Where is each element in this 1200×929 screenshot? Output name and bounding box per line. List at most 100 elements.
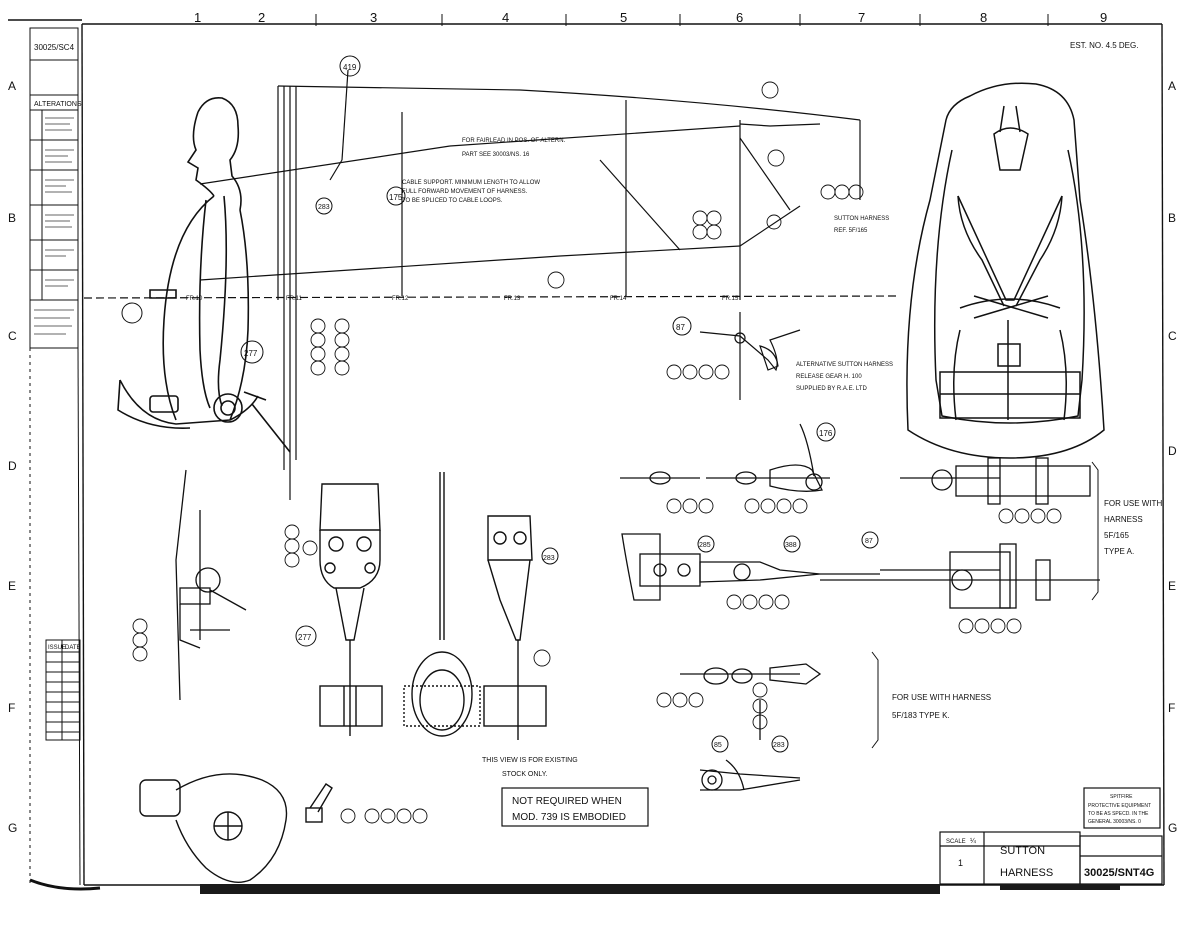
frame-label-13: FR.13 bbox=[504, 296, 521, 302]
grid-col-7: 7 bbox=[858, 10, 865, 25]
issue-col-header: ISSUE bbox=[48, 645, 66, 651]
grid-row-a: A bbox=[8, 79, 16, 93]
callout-419 bbox=[339, 55, 361, 77]
harness-type-a-note: FOR USE WITH HARNESS 5F/165 TYPE A. bbox=[1104, 499, 1162, 556]
alterations-header: ALTERATIONS bbox=[34, 101, 82, 108]
cable-support-note: CABLE SUPPORT. MINIMUM LENGTH TO ALLOW F… bbox=[402, 180, 540, 204]
callout-85-label: 85 bbox=[714, 742, 722, 749]
scan-shadow-edge bbox=[200, 884, 940, 894]
svg-text:THIS VIEW IS FOR EXISTING: THIS VIEW IS FOR EXISTING bbox=[482, 757, 578, 764]
callout-175 bbox=[386, 186, 406, 206]
not-required-box bbox=[501, 787, 649, 827]
svg-text:TYPE A.: TYPE A. bbox=[1104, 547, 1134, 556]
frame-label-14: FR.14 bbox=[610, 296, 627, 302]
callout-87-top-label: 87 bbox=[676, 323, 685, 332]
drawing-number: 30025/SNT4G bbox=[1084, 867, 1154, 879]
grid-col-8: 8 bbox=[980, 10, 987, 25]
grid-row-g: G bbox=[8, 821, 17, 835]
existing-stock-note: THIS VIEW IS FOR EXISTING STOCK ONLY. bbox=[482, 757, 578, 778]
callout-87-top bbox=[672, 316, 692, 336]
grid-col-6: 6 bbox=[736, 10, 743, 25]
callout-87-right-label: 87 bbox=[865, 538, 873, 545]
harness-type-k-note: FOR USE WITH HARNESS 5F/183 TYPE K. bbox=[892, 693, 991, 720]
sutton-harness-callout: SUTTON HARNESS REF. 5F/165 bbox=[834, 216, 889, 234]
svg-text:STOCK ONLY.: STOCK ONLY. bbox=[502, 771, 548, 778]
scale-value: ¼ bbox=[970, 838, 976, 845]
buckle-part-callouts bbox=[340, 808, 428, 824]
fuselage-cable-run bbox=[83, 69, 901, 500]
cable-fitting-row-e bbox=[621, 533, 1100, 609]
grid-column-labels: 1 2 3 4 5 6 7 8 9 bbox=[194, 10, 1107, 25]
scan-shadow-edge-right bbox=[1000, 884, 1120, 890]
callout-285 bbox=[697, 535, 715, 553]
svg-text:MOD. 739 IS EMBODIED: MOD. 739 IS EMBODIED bbox=[512, 812, 626, 823]
fairlead-note: FOR FAIRLEAD IN POS. OF ALTERN. PART SEE… bbox=[462, 138, 566, 158]
revision-scribbles bbox=[34, 117, 74, 335]
callout-176-label: 176 bbox=[819, 429, 833, 438]
grid-row-b: B bbox=[8, 211, 16, 225]
grid-row-c: C bbox=[8, 329, 17, 343]
part-callout-stacks-fuselage bbox=[310, 81, 864, 376]
buckle-detail bbox=[139, 773, 333, 883]
svg-text:ALTERNATIVE SUTTON HARNESS: ALTERNATIVE SUTTON HARNESS bbox=[796, 362, 893, 368]
grid-col-3: 3 bbox=[370, 10, 377, 25]
grid-row-c-right: C bbox=[1168, 329, 1177, 343]
svg-text:SUTTON HARNESS: SUTTON HARNESS bbox=[834, 216, 889, 222]
callout-283-seat bbox=[315, 197, 333, 215]
callout-277-left bbox=[240, 340, 264, 364]
bracket-left-callouts bbox=[132, 618, 148, 662]
frame-label-10: FR.10 bbox=[186, 296, 203, 302]
title-block bbox=[939, 787, 1163, 885]
type-a-bracket bbox=[1091, 461, 1099, 601]
callout-nco-left bbox=[121, 302, 143, 324]
release-fitting-callouts bbox=[666, 498, 1062, 524]
callout-283-type-k-label: 283 bbox=[773, 742, 785, 749]
callout-419-label: 419 bbox=[343, 63, 357, 72]
svg-text:NOT REQUIRED WHEN: NOT REQUIRED WHEN bbox=[512, 796, 622, 807]
grid-row-e: E bbox=[8, 579, 16, 593]
alt-release-note: ALTERNATIVE SUTTON HARNESS RELEASE GEAR … bbox=[796, 362, 893, 392]
grid-col-1: 1 bbox=[194, 10, 201, 25]
sheet-number: 1 bbox=[958, 858, 963, 868]
date-col-header: DATE bbox=[65, 645, 81, 651]
svg-text:CABLE SUPPORT. MINIMUM LENGTH: CABLE SUPPORT. MINIMUM LENGTH TO ALLOW bbox=[402, 180, 540, 186]
grid-col-2: 2 bbox=[258, 10, 265, 25]
sheet-border bbox=[8, 19, 1165, 886]
grid-col-5: 5 bbox=[620, 10, 627, 25]
center-part-callouts bbox=[284, 524, 551, 667]
alt-release-gear bbox=[699, 312, 801, 400]
callout-283-type-k bbox=[771, 735, 789, 753]
svg-text:FOR USE WITH: FOR USE WITH bbox=[1104, 499, 1162, 508]
svg-text:REF. 5F/165: REF. 5F/165 bbox=[834, 228, 868, 234]
callout-283-center bbox=[541, 547, 559, 565]
drawing-title-line1: SUTTON bbox=[1000, 845, 1045, 857]
frame-labels: FR.10 FR.11 FR.12 FR.13 FR.14 FR.15 bbox=[186, 296, 739, 302]
frame-label-11: FR.11 bbox=[286, 296, 303, 302]
release-fittings-row-d bbox=[620, 423, 1091, 505]
title-notes-box: SPITFIRE PROTECTIVE EQUIPMENT TO BE AS S… bbox=[1088, 794, 1151, 825]
callout-283-center-label: 283 bbox=[543, 555, 555, 562]
grid-row-a-right: A bbox=[1168, 79, 1176, 93]
revision-strip bbox=[29, 27, 81, 886]
svg-text:FULL FORWARD MOVEMENT OF HARNE: FULL FORWARD MOVEMENT OF HARNESS. bbox=[402, 189, 528, 195]
grid-row-f: F bbox=[8, 701, 15, 715]
grid-row-f-right: F bbox=[1168, 701, 1175, 715]
svg-text:HARNESS: HARNESS bbox=[1104, 515, 1143, 524]
grid-row-labels: A B C D E F G A B C D E F G bbox=[8, 79, 1177, 835]
callout-277-center bbox=[295, 625, 317, 647]
callout-277-center-label: 277 bbox=[298, 633, 312, 642]
svg-text:RELEASE GEAR H. 100: RELEASE GEAR H. 100 bbox=[796, 374, 862, 380]
top-right-note: EST. NO. 4.5 DEG. bbox=[1070, 41, 1138, 50]
svg-text:TO BE AS SPECD. IN THE: TO BE AS SPECD. IN THE bbox=[1088, 811, 1149, 817]
torn-corner bbox=[29, 878, 101, 891]
svg-text:FOR FAIRLEAD IN POS. OF ALTERN: FOR FAIRLEAD IN POS. OF ALTERN. bbox=[462, 138, 566, 144]
svg-text:SUPPLIED BY R.A.E. LTD: SUPPLIED BY R.A.E. LTD bbox=[796, 386, 867, 392]
svg-text:5F/165: 5F/165 bbox=[1104, 531, 1129, 540]
drawing-title-line2: HARNESS bbox=[1000, 867, 1053, 879]
grid-col-9: 9 bbox=[1100, 10, 1107, 25]
type-k-fitting bbox=[680, 663, 822, 791]
callout-85 bbox=[711, 735, 729, 753]
cable-loop-detail bbox=[319, 472, 547, 740]
grid-row-d-right: D bbox=[1168, 444, 1177, 458]
callout-175-label: 175 bbox=[389, 193, 403, 202]
